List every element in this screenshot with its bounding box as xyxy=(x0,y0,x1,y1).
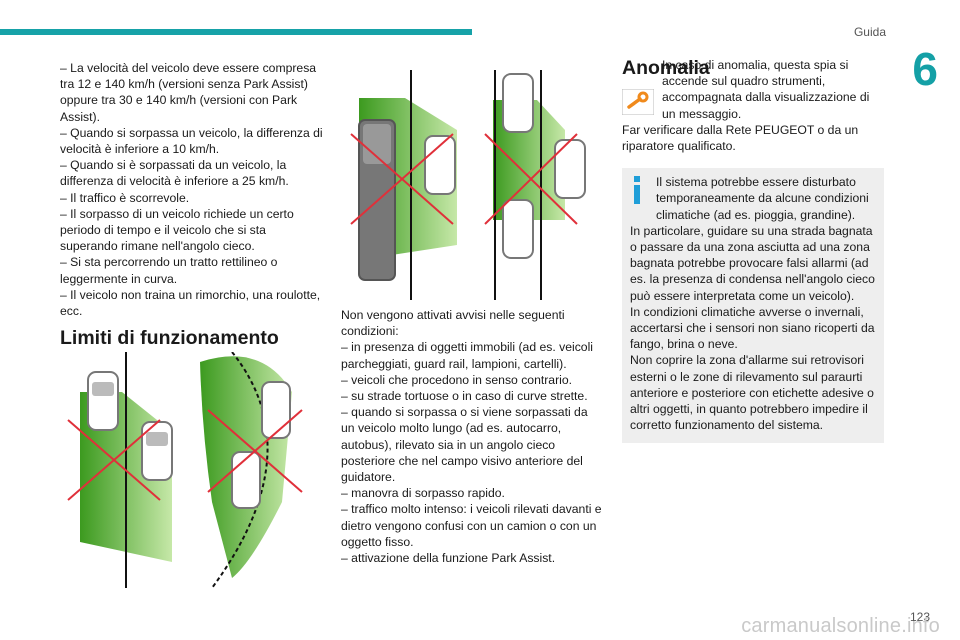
car-icon xyxy=(87,371,119,431)
condition-item: – Si sta percorrendo un tratto rettiline… xyxy=(60,255,278,286)
car-icon xyxy=(502,73,534,133)
no-alert-item: – in presenza di oggetti immobili (ad es… xyxy=(341,340,593,371)
car-icon xyxy=(146,432,168,446)
no-alert-conditions: Non vengono attivati avvisi nelle seguen… xyxy=(341,307,603,566)
condition-item: – La velocità del veicolo deve essere co… xyxy=(60,61,317,124)
anomaly-section: Anomalia In caso di anomalia, questa spi… xyxy=(622,56,884,444)
no-alert-item: – attivazione della funzione Park Assist… xyxy=(341,551,556,566)
no-alert-item: – manovra di sorpasso rapido. xyxy=(341,486,505,501)
section-heading-anomaly: Anomalia xyxy=(622,57,710,79)
red-cross-icon xyxy=(350,133,454,225)
car-icon xyxy=(231,451,261,509)
limits-illustration xyxy=(67,352,303,588)
no-alert-item: – traffico molto intenso: i veicoli rile… xyxy=(341,502,602,549)
red-cross-icon xyxy=(207,409,303,493)
info-text: In particolare, guidare su una strada ba… xyxy=(630,223,875,303)
info-text: Non coprire la zona d'allarme sui retrov… xyxy=(630,353,874,433)
page-number: 123 xyxy=(909,610,930,624)
condition-item: – Il traffico è scorrevole. xyxy=(60,190,190,205)
chapter-number: 6 xyxy=(912,43,938,95)
anomaly-text: Far verificare dalla Rete PEUGEOT o da u… xyxy=(622,122,859,154)
car-icon xyxy=(92,382,114,396)
red-cross-icon xyxy=(67,419,161,501)
no-alert-item: – veicoli che procedono in senso contrar… xyxy=(341,372,573,387)
orange-wrench-warning-icon xyxy=(622,89,654,115)
red-cross-icon xyxy=(484,133,578,225)
info-box: Il sistema potrebbe essere disturbato te… xyxy=(622,168,884,444)
condition-item: – Quando si è sorpassati da un veicolo, … xyxy=(60,158,289,189)
condition-item: – Quando si sorpassa un veicolo, la diff… xyxy=(60,125,323,157)
condition-item: – Il veicolo non traina un rimorchio, un… xyxy=(60,287,321,319)
no-alert-intro: Non vengono attivati avvisi nelle seguen… xyxy=(341,308,565,339)
car-icon xyxy=(554,139,586,199)
car-icon xyxy=(424,135,456,195)
no-alert-item: – su strade tortuose o in caso di curve … xyxy=(341,389,588,404)
truck-icon xyxy=(363,124,391,164)
top-accent-bar xyxy=(0,29,472,35)
condition-item: – Il sorpasso di un veicolo richiede un … xyxy=(60,206,294,254)
watermark: carmanualsonline.info xyxy=(741,615,940,637)
no-alert-item: – quando si sorpassa o si viene sorpassa… xyxy=(341,405,588,485)
blue-info-icon xyxy=(634,176,640,205)
conditions-list: – La velocità del veicolo deve essere co… xyxy=(60,60,324,319)
car-icon xyxy=(261,381,291,439)
anomaly-text: In caso di anomalia, questa spia si acce… xyxy=(662,58,870,121)
false-detection-illustration xyxy=(350,70,586,300)
section-label: Guida xyxy=(853,25,886,39)
curved-lane-line xyxy=(211,352,269,588)
car-icon xyxy=(502,199,534,259)
info-text: In condizioni climatiche avverse o inver… xyxy=(630,304,875,352)
info-text: Il sistema potrebbe essere disturbato te… xyxy=(656,175,869,222)
section-heading-limits: Limiti di funzionamento xyxy=(60,327,279,349)
